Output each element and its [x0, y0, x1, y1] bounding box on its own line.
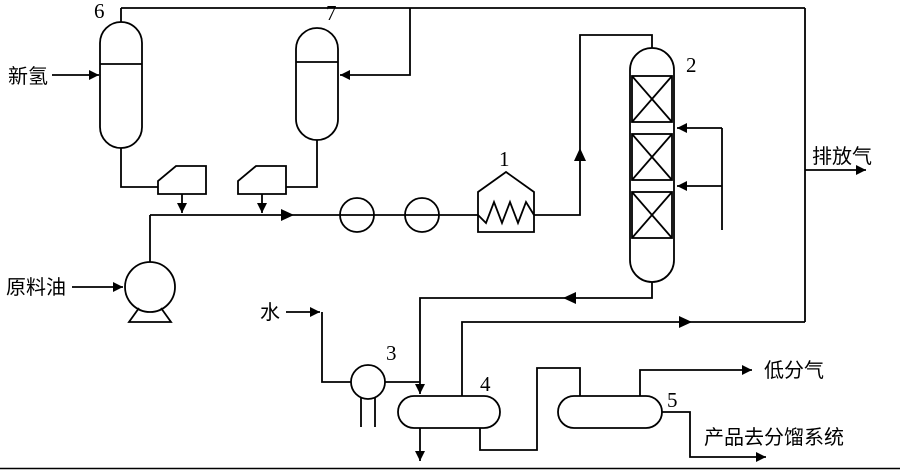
lp-gas-line	[639, 365, 752, 396]
main-feed-arrow	[281, 209, 294, 221]
label-vent-gas: 排放气	[812, 145, 872, 168]
lp-separator-shell	[557, 395, 663, 429]
product-line	[662, 411, 766, 462]
hp-sep-gas-line	[461, 321, 805, 396]
gas-to-drum7-line	[340, 8, 411, 80]
drum6-shell	[99, 21, 143, 149]
furnace-coil	[477, 199, 535, 226]
hp-to-lp-liquid-line	[479, 367, 581, 451]
reactor-shell	[629, 47, 675, 283]
label-number-reactor: 2	[686, 53, 697, 77]
label-number-furnace: 1	[499, 147, 510, 171]
heat-exchanger-b	[404, 197, 440, 233]
drum7-shell	[295, 27, 339, 141]
reactor-feed-up-arrow	[574, 148, 586, 161]
reactor-bed-3	[631, 191, 673, 239]
water-injection-pump	[350, 364, 386, 427]
compressor1-symbol	[157, 165, 207, 195]
furnace-to-reactor-line	[534, 34, 653, 216]
pump3-body	[350, 364, 386, 400]
furnace-shell	[477, 170, 535, 233]
label-fresh-hydrogen: 新氢	[8, 65, 48, 88]
feed-pump-base	[127, 307, 173, 323]
reactor-effluent-line	[415, 282, 653, 394]
feed-pump	[124, 261, 176, 323]
label-number-lp-separator: 5	[667, 388, 678, 412]
hp-separator-shell	[397, 395, 501, 429]
water-to-pump3-line	[321, 312, 351, 383]
fresh-hydrogen-drum	[99, 21, 143, 149]
furnace	[477, 170, 535, 233]
label-number-recycle-drum: 7	[326, 1, 337, 25]
label-number-water-pump: 3	[386, 341, 397, 365]
hp-gas-right-arrow	[679, 316, 692, 328]
reactor	[629, 47, 675, 283]
label-water: 水	[260, 301, 280, 324]
compressor2-symbol	[237, 165, 287, 195]
drum7-to-compressor2-line	[286, 140, 318, 188]
heat-exchanger-a	[339, 197, 375, 233]
effluent-left-arrow	[563, 292, 576, 304]
reactor-bed-2	[631, 133, 673, 181]
feed-pump-body	[124, 261, 176, 313]
label-number-hp-separator: 4	[480, 372, 491, 396]
label-low-pressure-gas: 低分气	[764, 359, 824, 382]
label-number-h2-drum: 6	[94, 0, 105, 23]
drum6-to-compressor1-line	[120, 148, 158, 188]
recycle-hydrogen-drum	[295, 27, 339, 141]
label-feed-oil: 原料油	[6, 276, 66, 299]
reactor-bed-1	[631, 75, 673, 123]
label-product: 产品去分馏系统	[704, 426, 844, 449]
